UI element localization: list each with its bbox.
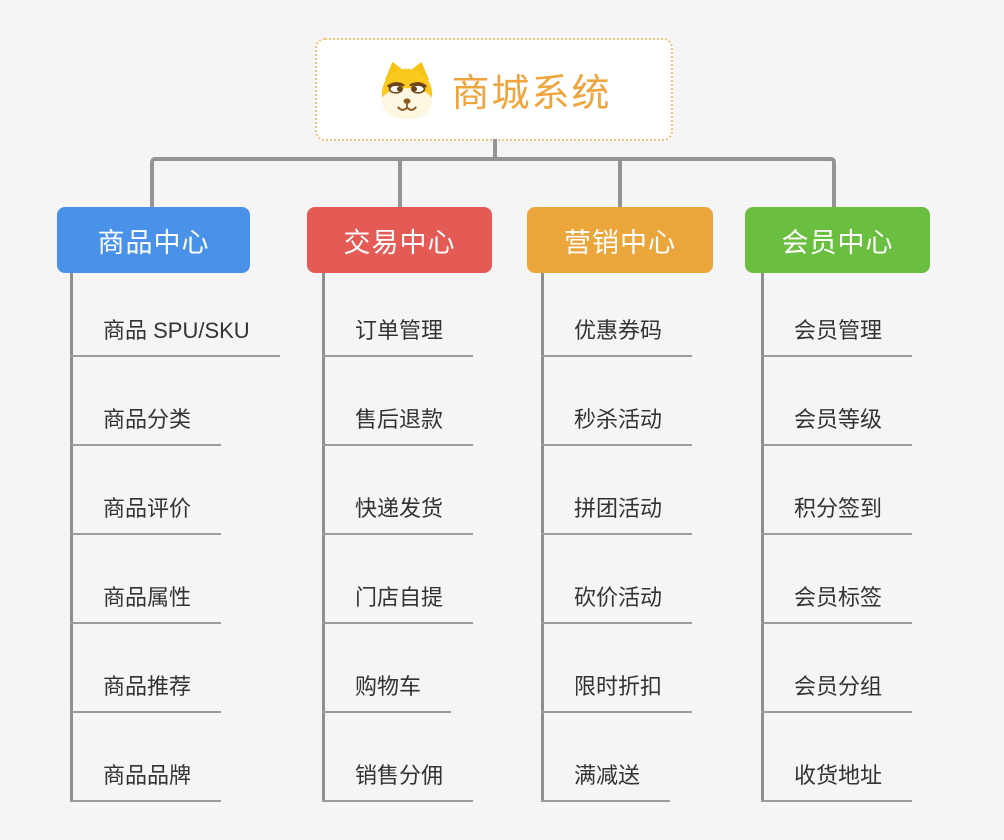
- root-connector-stub: [493, 139, 497, 159]
- child-topic[interactable]: 秒杀活动: [541, 404, 693, 446]
- child-topic[interactable]: 商品 SPU/SKU: [70, 315, 280, 357]
- child-topic[interactable]: 销售分佣: [322, 760, 474, 802]
- branch-trunk-line: [322, 273, 325, 800]
- shiba-dog-icon: [382, 61, 433, 119]
- child-topic[interactable]: 优惠券码: [541, 315, 693, 357]
- child-topic[interactable]: 砍价活动: [541, 582, 693, 624]
- child-topic[interactable]: 订单管理: [322, 315, 474, 357]
- branch-trunk-line: [541, 273, 544, 800]
- child-topic[interactable]: 满减送: [541, 760, 671, 802]
- branch-node-member-center[interactable]: 会员中心: [745, 207, 930, 273]
- child-topic[interactable]: 限时折扣: [541, 671, 693, 713]
- child-topic[interactable]: 门店自提: [322, 582, 474, 624]
- child-topic[interactable]: 会员等级: [761, 404, 913, 446]
- child-topic[interactable]: 会员标签: [761, 582, 913, 624]
- child-topic[interactable]: 积分签到: [761, 493, 913, 535]
- branch-connector-frame: [150, 157, 836, 207]
- child-topic[interactable]: 商品评价: [70, 493, 222, 535]
- child-topic[interactable]: 售后退款: [322, 404, 474, 446]
- child-topic[interactable]: 收货地址: [761, 760, 913, 802]
- child-topic[interactable]: 商品品牌: [70, 760, 222, 802]
- child-topic[interactable]: 商品属性: [70, 582, 222, 624]
- branch-connector-drop: [618, 159, 622, 207]
- child-topic[interactable]: 会员管理: [761, 315, 913, 357]
- child-topic[interactable]: 快递发货: [322, 493, 474, 535]
- branch-node-product-center[interactable]: 商品中心: [57, 207, 250, 273]
- child-topic[interactable]: 购物车: [322, 671, 452, 713]
- child-topic[interactable]: 拼团活动: [541, 493, 693, 535]
- child-topic[interactable]: 商品推荐: [70, 671, 222, 713]
- branch-trunk-line: [761, 273, 764, 800]
- branch-node-trade-center[interactable]: 交易中心: [307, 207, 492, 273]
- branch-connector-drop: [398, 159, 402, 207]
- branch-node-marketing-center[interactable]: 营销中心: [527, 207, 713, 273]
- root-node[interactable]: 商城系统: [315, 38, 673, 141]
- child-topic[interactable]: 商品分类: [70, 404, 222, 446]
- branch-trunk-line: [70, 273, 73, 800]
- root-title: 商城系统: [451, 73, 612, 115]
- child-topic[interactable]: 会员分组: [761, 671, 913, 713]
